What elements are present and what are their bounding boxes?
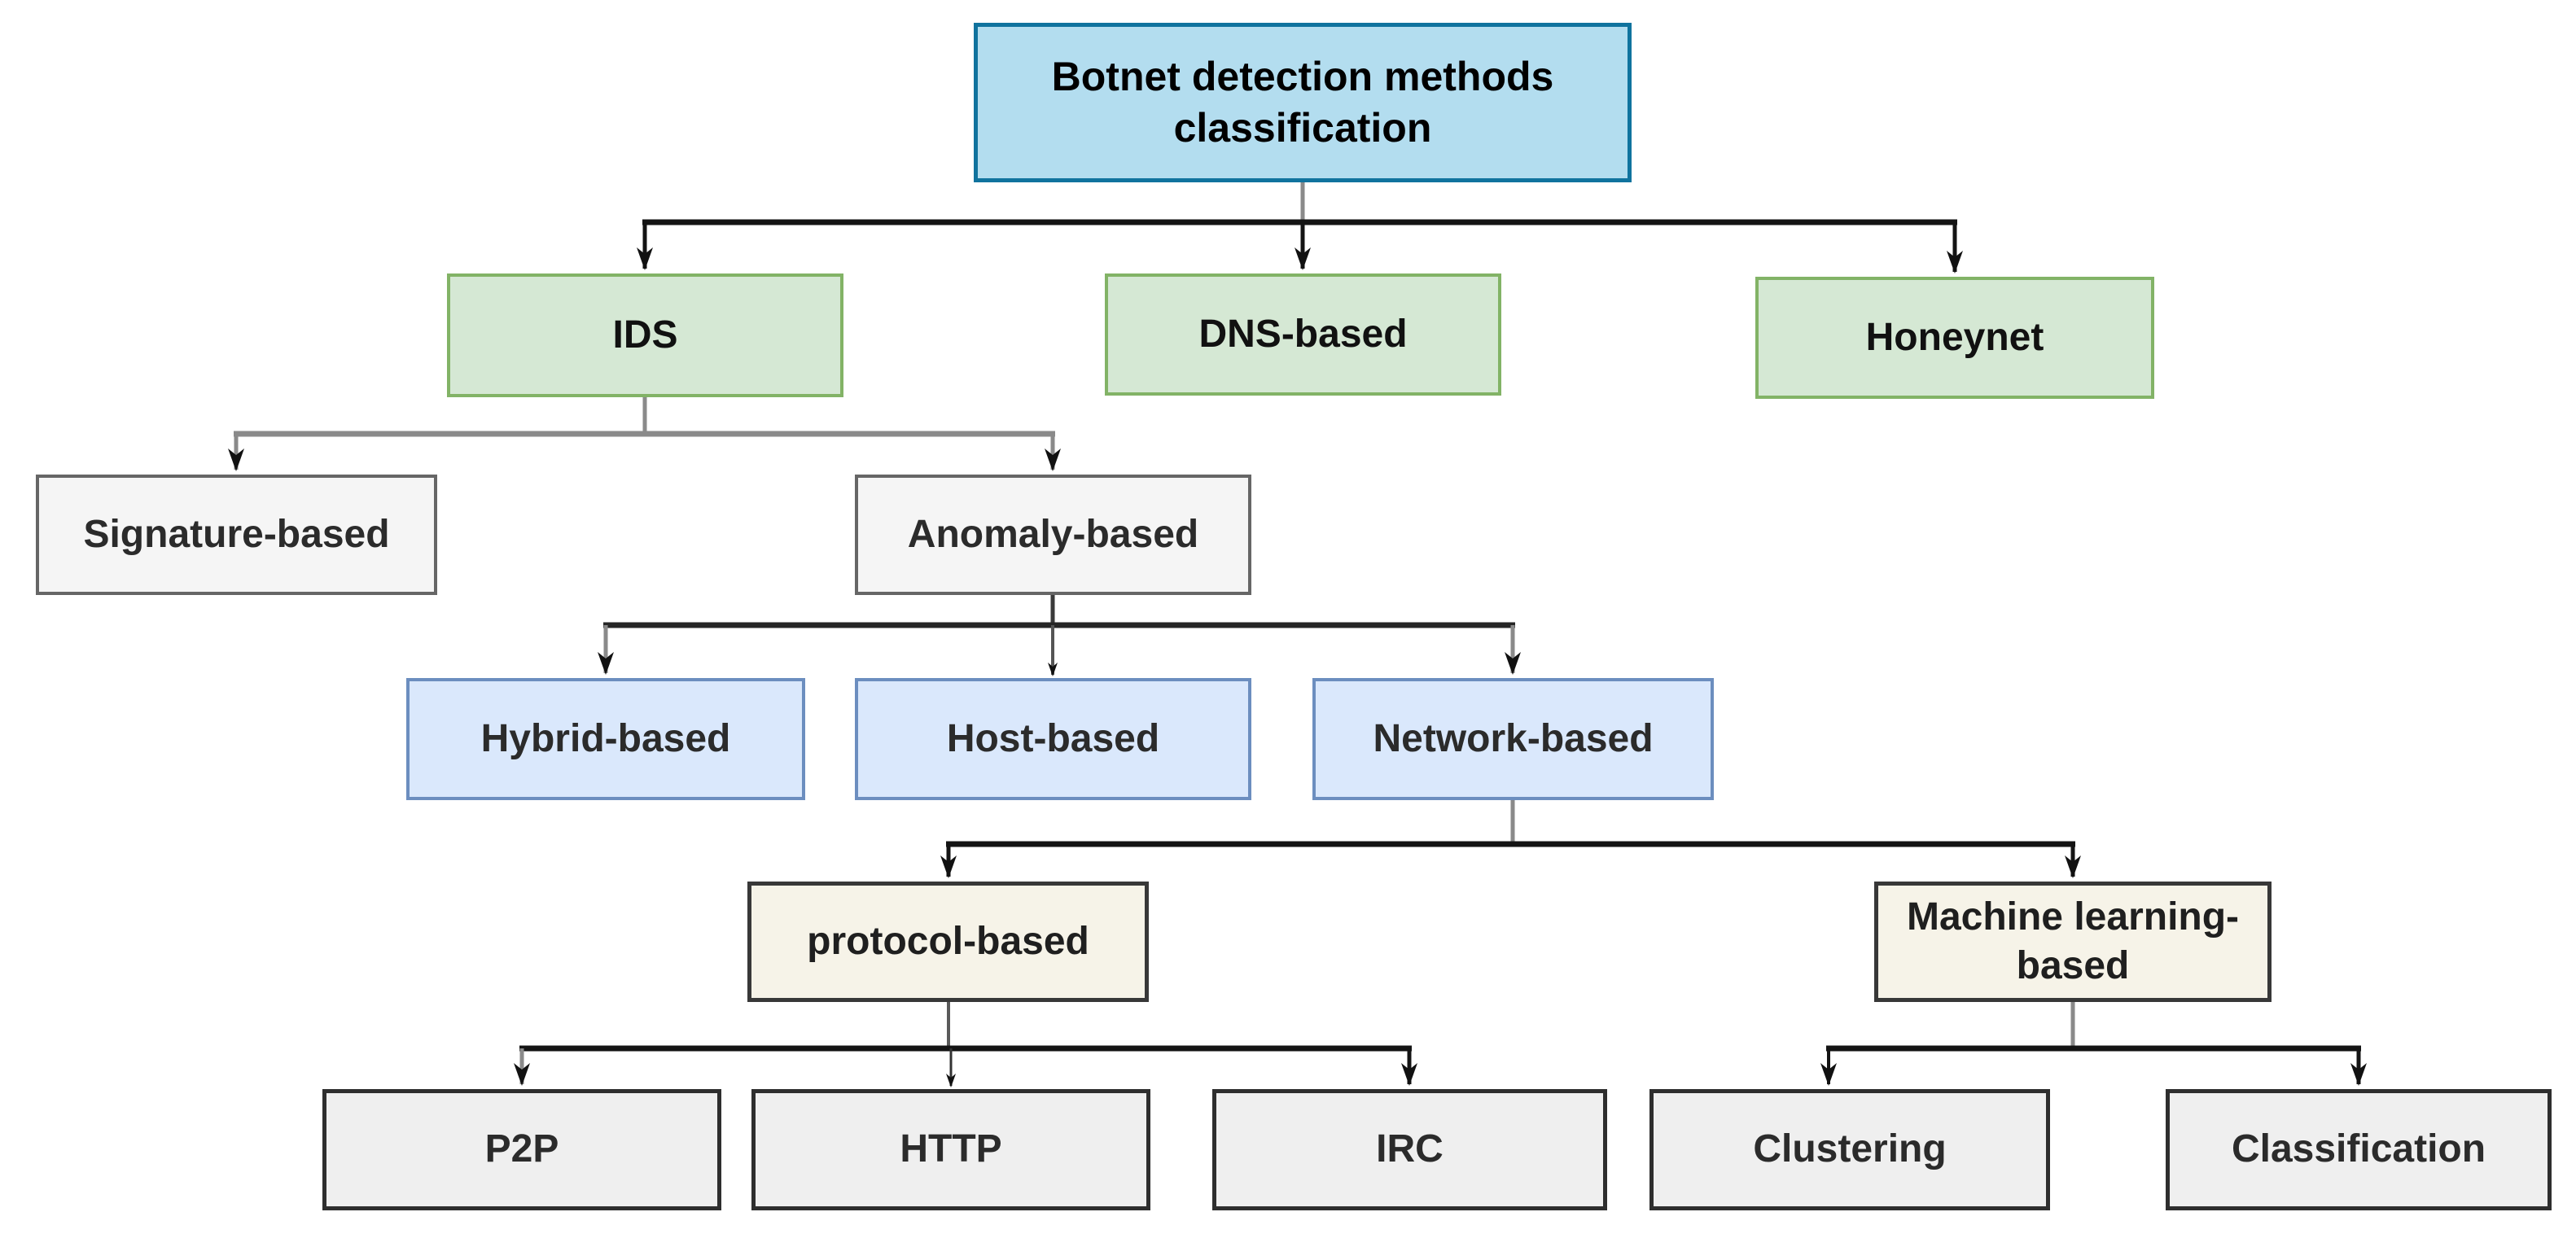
- connector-protocol-to-children: [514, 1002, 1417, 1087]
- node-network-based: Network-based: [1312, 678, 1714, 800]
- node-host-based: Host-based: [855, 678, 1251, 800]
- node-machine-learning-based: Machine learning-based: [1874, 882, 2272, 1002]
- node-irc: IRC: [1212, 1089, 1607, 1210]
- node-dns-based: DNS-based: [1105, 273, 1501, 396]
- node-hybrid-based: Hybrid-based: [406, 678, 805, 800]
- node-clustering: Clustering: [1649, 1089, 2050, 1210]
- connector-network-to-children: [940, 800, 2081, 878]
- node-signature-based: Signature-based: [36, 475, 437, 595]
- connector-anomaly-to-children: [598, 595, 1521, 676]
- node-http: HTTP: [751, 1089, 1150, 1210]
- node-protocol-based: protocol-based: [747, 882, 1149, 1002]
- connector-ml-to-children: [1820, 1002, 2367, 1086]
- node-anomaly-based: Anomaly-based: [855, 475, 1251, 595]
- node-p2p: P2P: [322, 1089, 721, 1210]
- node-classification: Classification: [2166, 1089, 2552, 1210]
- node-botnet-detection-root: Botnet detection methods classification: [974, 23, 1632, 182]
- node-honeynet: Honeynet: [1755, 277, 2154, 399]
- connector-root-to-level1: [637, 182, 1963, 273]
- node-ids: IDS: [447, 273, 843, 397]
- connector-ids-to-children: [228, 397, 1061, 471]
